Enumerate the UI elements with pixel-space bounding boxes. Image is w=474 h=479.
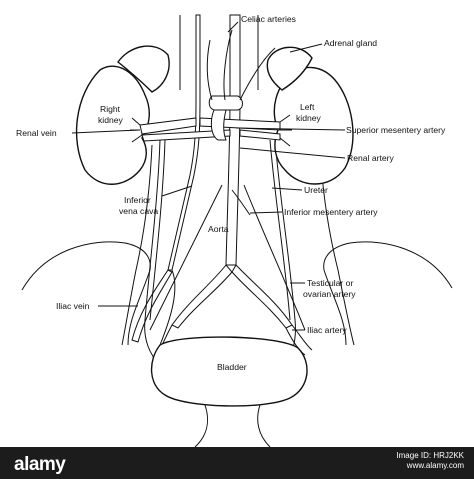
leader-ivc [161,185,193,197]
left-testicular-artery [149,184,223,331]
label-iliac-vein: Iliac vein [56,301,90,311]
label-renal-vein: Renal vein [16,128,57,138]
watermark-image-id: Image ID: HRJ2KK www.alamy.com [396,451,464,471]
bladder [150,336,308,407]
label-celiac-arteries: Celiac arteries [241,14,296,24]
leader-inferior-mesentery [249,211,283,214]
right-iliac-vein-branch [159,269,176,346]
label-left-kidney-2: kidney [296,113,322,123]
superior-mesenteric-artery [210,109,227,141]
label-aorta: Aorta [208,224,229,234]
watermark-image-id-label: Image ID: HRJ2KK [396,451,464,460]
pelvis-right-outline [323,241,453,289]
iliac-artery-right-lower-2 [291,324,313,351]
celiac-trunk [208,95,243,111]
leader-adrenal [289,43,323,53]
label-renal-artery: Renal artery [347,153,395,163]
right-common-iliac-artery [231,264,293,329]
right-kidney [75,65,150,185]
label-inferior-mesentery-artery: Inferior mesentery artery [284,207,378,217]
left-common-iliac-artery [171,264,233,329]
right-adrenal-gland [117,45,170,93]
left-ureter-2 [269,139,291,321]
left-psoas [121,144,153,346]
watermark-logo: alamy [14,454,66,475]
label-inferior-vena-cava-2: vena cava [119,206,158,216]
leader-celiac [227,21,239,33]
label-right-kidney-2: kidney [98,115,124,125]
label-right-kidney-1: Right [100,104,121,114]
right-renal-artery [141,129,231,142]
leader-renal-artery [239,147,346,159]
celiac-artery-line-1 [223,29,233,101]
left-iliac-vein [131,269,173,343]
leader-ureter [271,187,303,191]
urethra [194,404,271,448]
label-iliac-artery: Iliac artery [307,325,347,335]
inferior-vena-cava [167,14,201,271]
label-testicular-1: Testicular or [307,278,353,288]
inferior-mesenteric-artery [231,189,251,216]
watermark-bar [0,447,474,479]
leader-renal-vein [71,129,141,134]
right-testicular-artery [243,184,306,331]
left-hilum-branches [279,114,292,147]
adrenal-artery-line [239,47,276,101]
leader-superior-mesentery [235,127,346,131]
label-bladder: Bladder [217,362,247,372]
label-superior-mesentery-artery: Superior mesentery artery [346,125,446,135]
label-testicular-2: ovarian artery [303,289,356,299]
pelvis-left-inner [127,269,151,346]
left-renal-artery [239,129,281,141]
left-adrenal-gland [266,46,313,91]
pelvis-right-inner [323,269,347,346]
right-ureter-2 [149,139,166,321]
label-adrenal-gland: Adrenal gland [324,38,377,48]
label-ureter: Ureter [304,185,328,195]
pelvis-left-outline [21,241,151,291]
right-renal-vein [139,117,197,135]
label-left-kidney-1: Left [300,102,315,112]
label-inferior-vena-cava-1: Inferior [124,195,151,205]
celiac-artery-line-2 [206,39,213,101]
watermark-site: www.alamy.com [406,461,464,470]
right-ureter [144,139,161,366]
